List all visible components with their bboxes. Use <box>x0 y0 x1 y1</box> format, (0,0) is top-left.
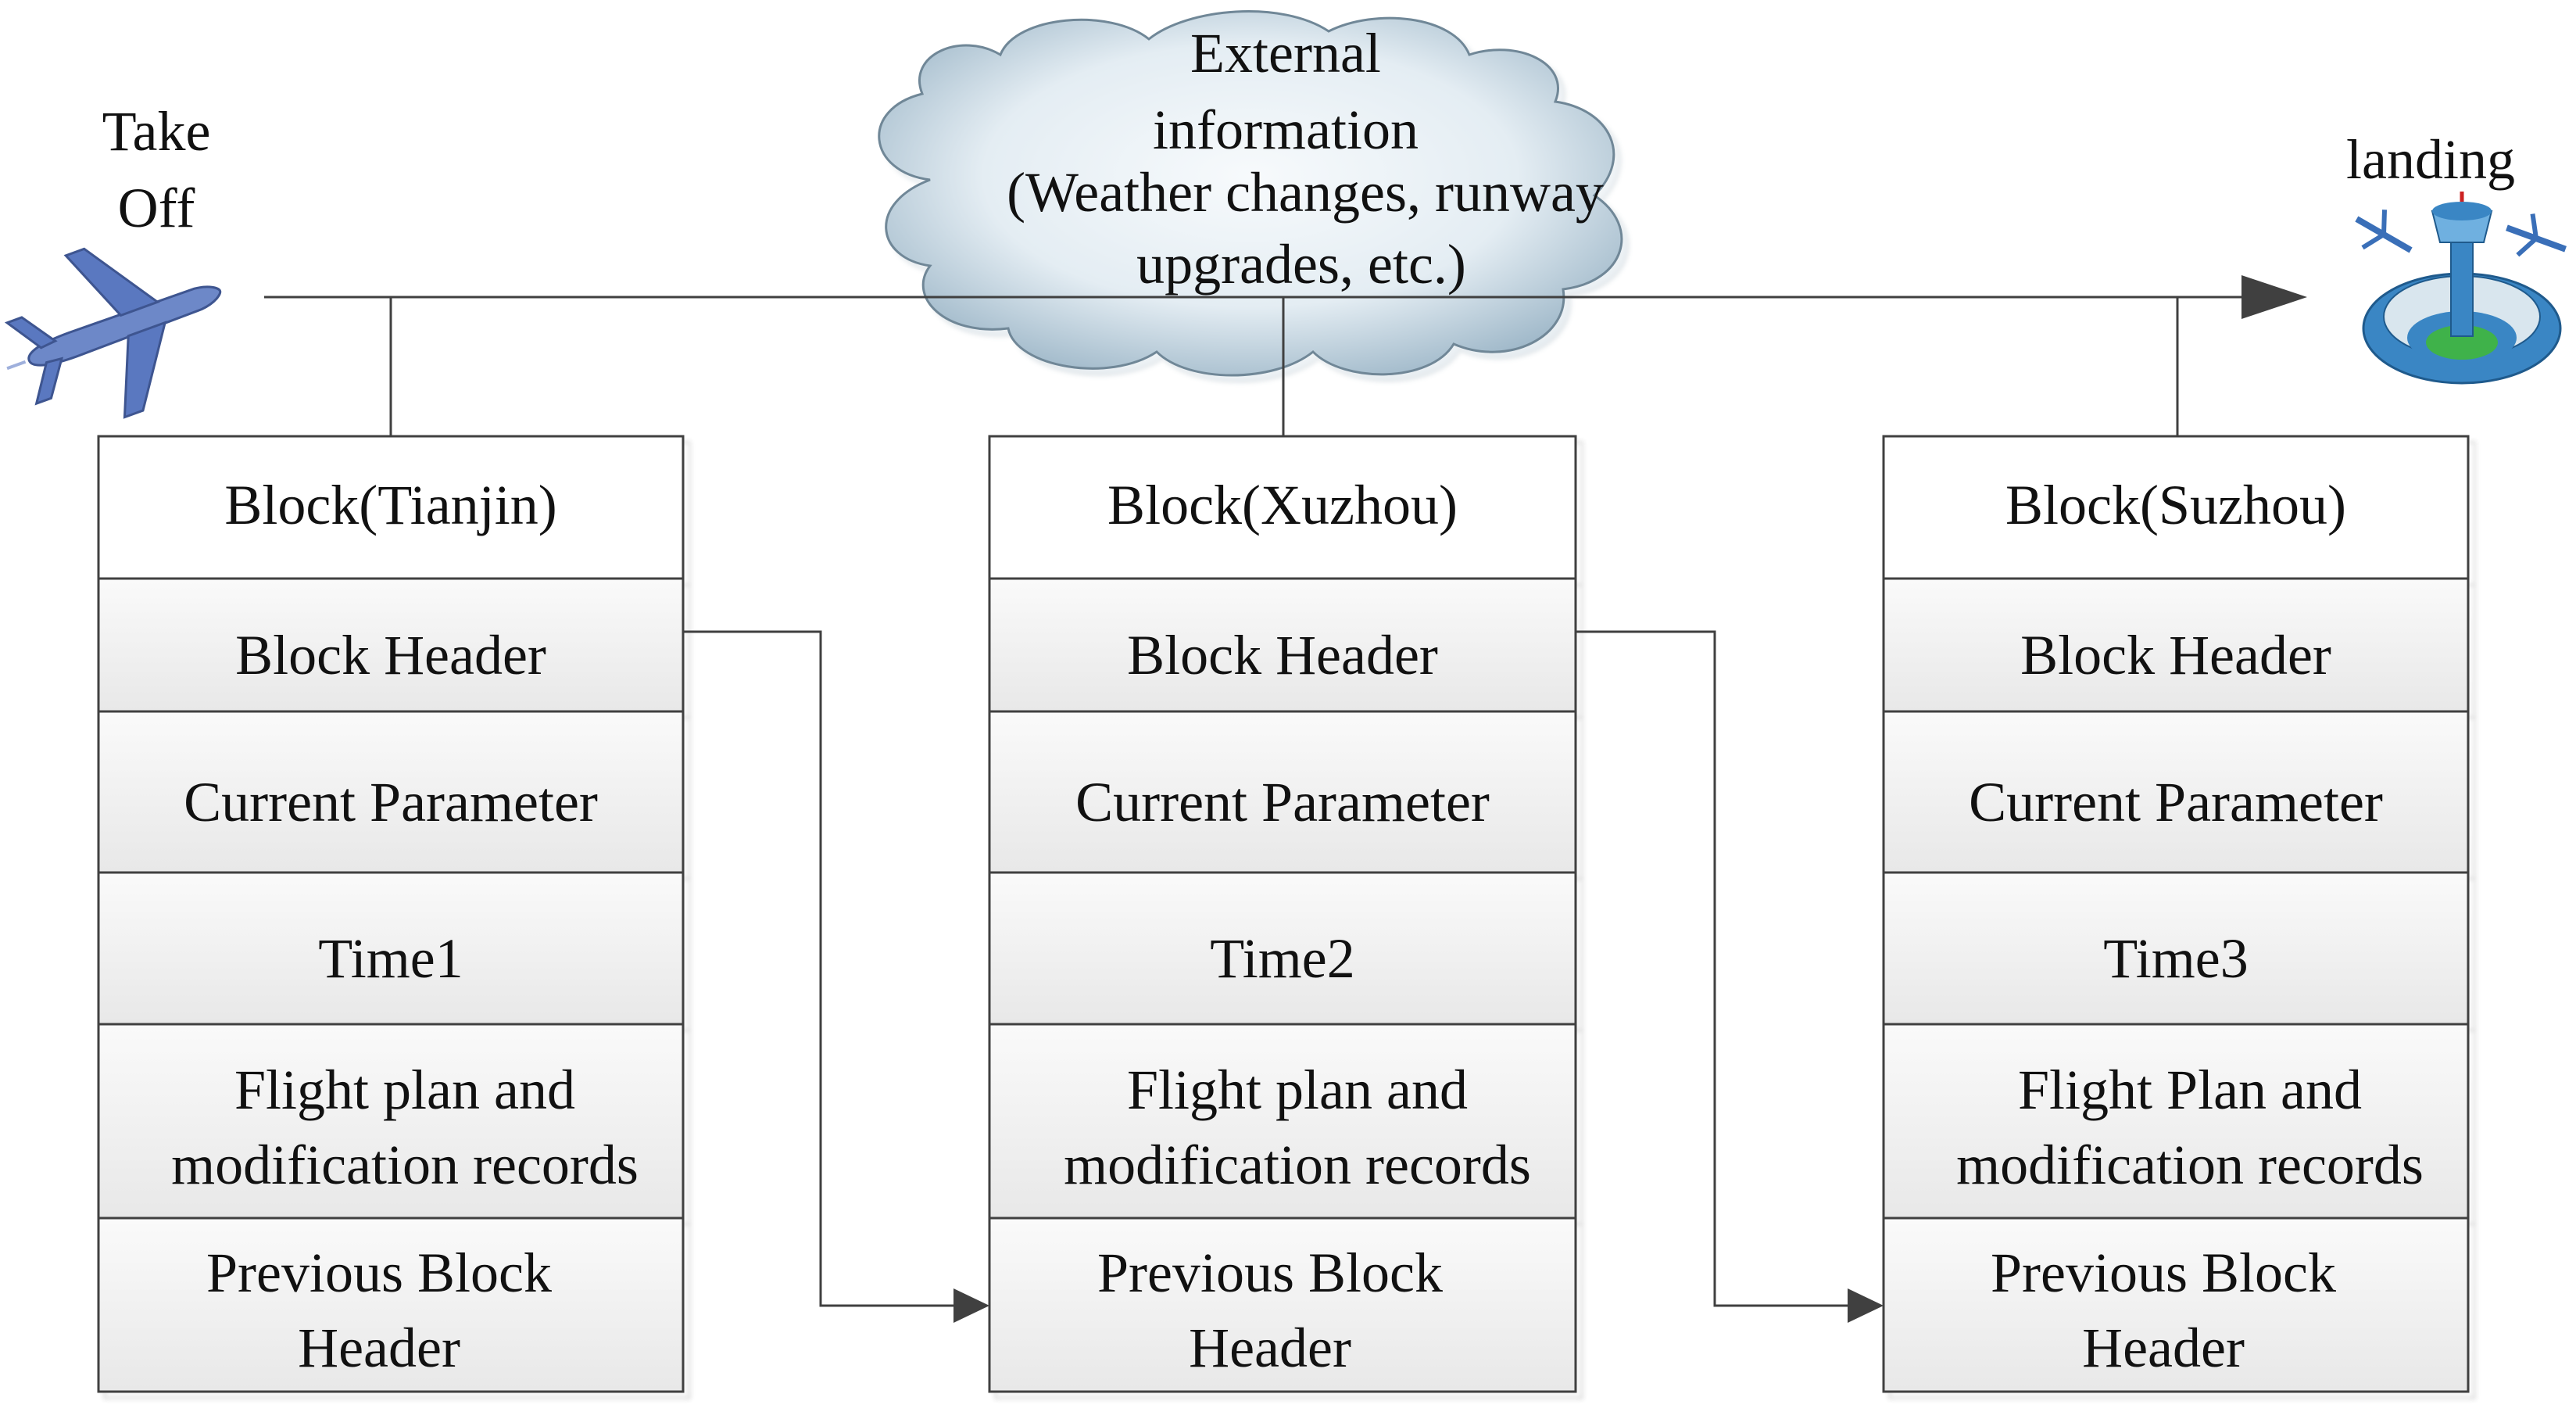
flight-plan-line-2: modification records <box>1956 1134 2424 1196</box>
current-parameter-cell: Current Parameter <box>1969 771 2383 833</box>
block-title: Block(Suzhou) <box>2005 474 2346 536</box>
block-xuzhou-text: Block(Xuzhou) Block Header Current Param… <box>1064 474 1531 1379</box>
takeoff-label-1: Take <box>102 100 211 163</box>
time-cell: Time2 <box>1210 927 1354 990</box>
plane-small-right-icon <box>2506 213 2567 257</box>
takeoff-label-2: Off <box>118 177 195 239</box>
block-xuzhou <box>988 435 1577 1393</box>
airplane-icon <box>4 247 222 419</box>
block-tianjin-text: Block(Tianjin) Block Header Current Para… <box>171 474 639 1379</box>
block-header-cell: Block Header <box>1127 624 1438 686</box>
cloud-line-3: (Weather changes, runway <box>1007 161 1604 224</box>
flight-plan-line-2: modification records <box>171 1134 639 1196</box>
link-tianjin-to-xuzhou <box>683 630 964 1307</box>
cloud-text: External information (Weather changes, r… <box>1007 22 1604 296</box>
previous-block-line-2: Header <box>1189 1317 1351 1379</box>
previous-block-line-2: Header <box>2082 1317 2245 1379</box>
block-title: Block(Tianjin) <box>224 474 556 536</box>
landing-label: landing <box>2346 128 2515 191</box>
block-header-cell: Block Header <box>2020 624 2331 686</box>
airport-tower-icon <box>2355 192 2567 385</box>
link-xuzhou-to-suzhou-arrowhead <box>1848 1288 1884 1323</box>
time-cell: Time1 <box>318 927 463 990</box>
takeoff-group: Take Off <box>4 100 222 419</box>
flight-plan-line-1: Flight Plan and <box>2018 1059 2362 1121</box>
flight-plan-line-1: Flight plan and <box>1127 1059 1468 1121</box>
previous-block-line-1: Previous Block <box>206 1242 552 1304</box>
time-cell: Time3 <box>2103 927 2248 990</box>
block-title: Block(Xuzhou) <box>1107 474 1458 536</box>
flight-plan-line-1: Flight plan and <box>234 1059 575 1121</box>
previous-block-line-1: Previous Block <box>1097 1242 1443 1304</box>
current-parameter-cell: Current Parameter <box>1075 771 1490 833</box>
cloud-line-4: upgrades, etc.) <box>1136 233 1466 296</box>
chain-links <box>683 630 1884 1323</box>
timeline-arrowhead <box>2241 275 2307 319</box>
cloud-line-2: information <box>1153 99 1419 161</box>
block-header-cell: Block Header <box>235 624 546 686</box>
link-xuzhou-to-suzhou <box>1576 630 1859 1307</box>
link-tianjin-to-xuzhou-arrowhead <box>953 1288 989 1323</box>
landing-group: landing <box>2346 128 2567 385</box>
external-info-cloud <box>878 10 1623 377</box>
block-tianjin <box>97 435 685 1393</box>
block-suzhou-text: Block(Suzhou) Block Header Current Param… <box>1956 474 2424 1379</box>
plane-small-left-icon <box>2355 210 2413 253</box>
flight-plan-line-2: modification records <box>1064 1134 1531 1196</box>
cloud-line-1: External <box>1190 22 1381 84</box>
previous-block-line-1: Previous Block <box>1991 1242 2336 1304</box>
current-parameter-cell: Current Parameter <box>184 771 598 833</box>
block-suzhou <box>1882 435 2470 1393</box>
previous-block-line-2: Header <box>298 1317 460 1379</box>
